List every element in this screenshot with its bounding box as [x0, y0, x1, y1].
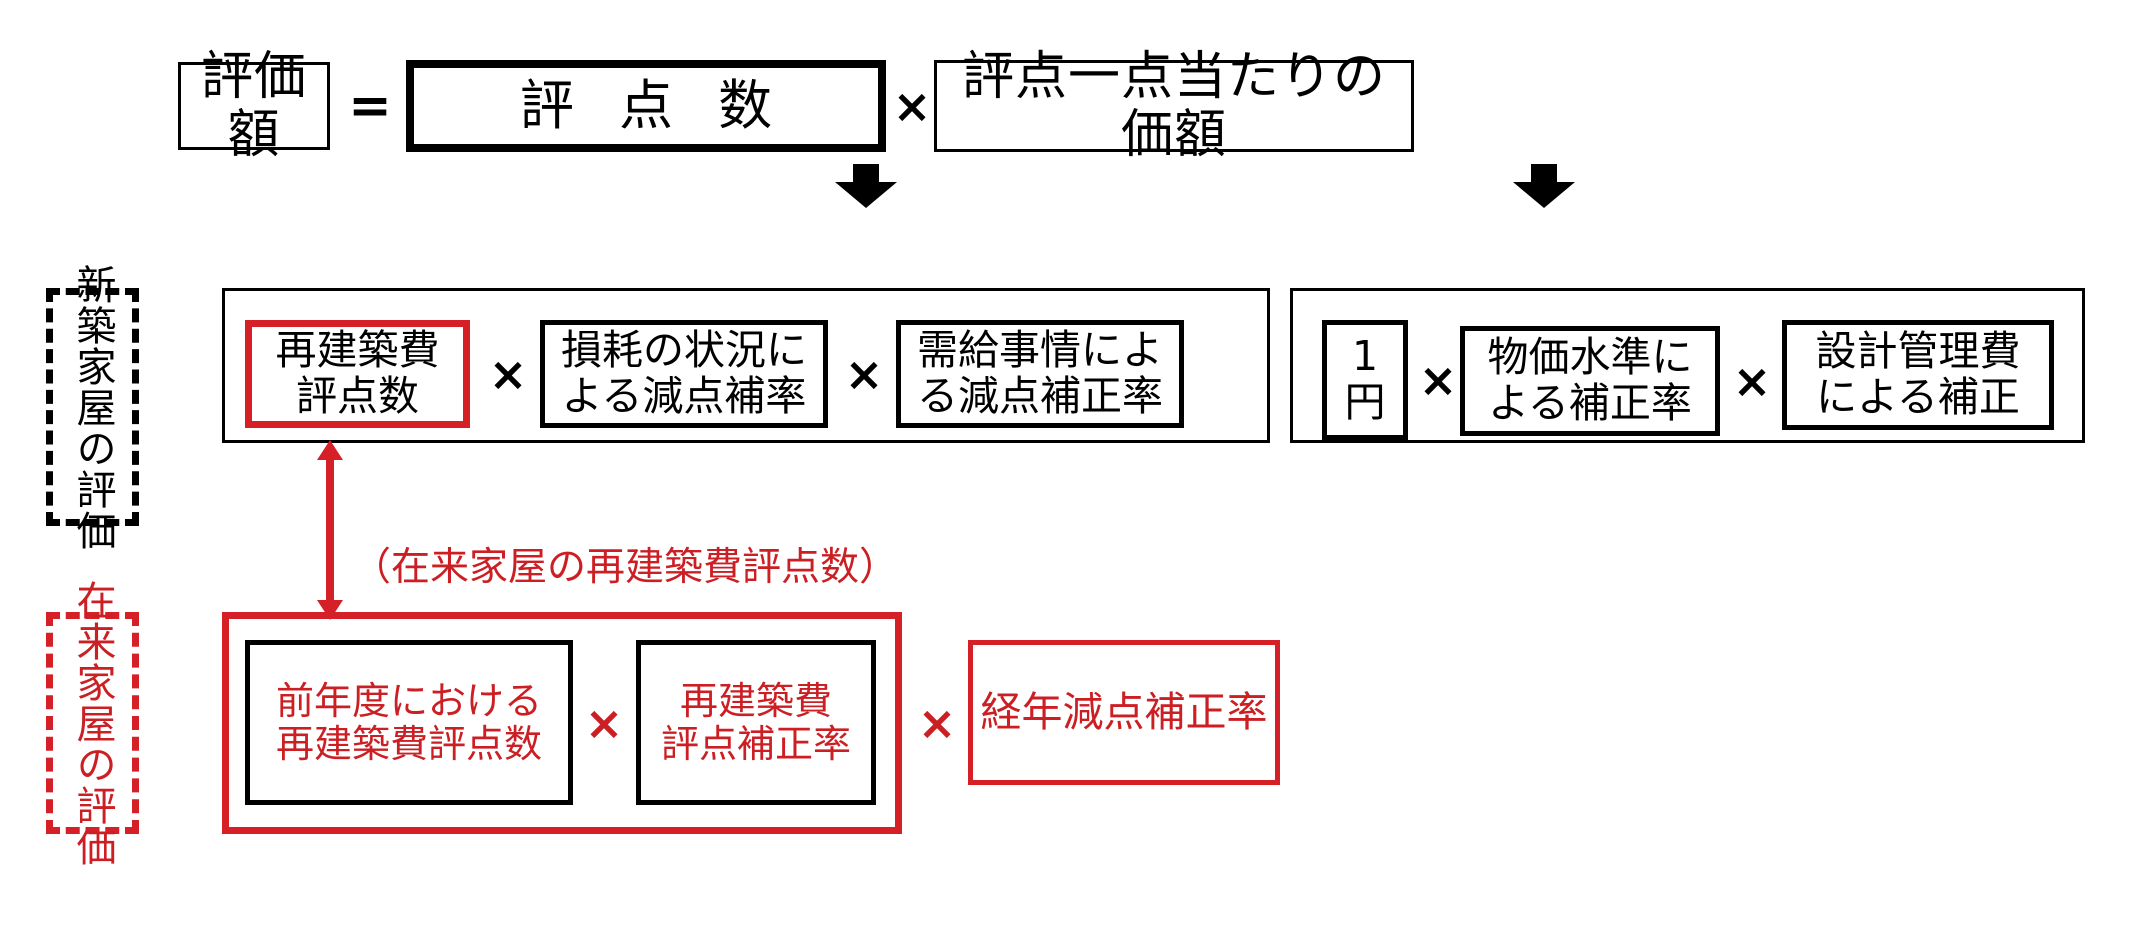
multiply-sign-existing-1: ×: [584, 695, 624, 750]
wear-deduction-rate-label: 損耗の状況に よる減点補率: [561, 326, 807, 420]
unit-price-group-frame: [1290, 288, 2085, 443]
reconstruction-cost-points-label: 再建築費 評点数: [275, 326, 440, 420]
new-house-side-label-frame: 新築家屋の評価: [46, 263, 139, 551]
points-count-label: 評 点 数: [519, 73, 787, 137]
evaluation-amount-box: 評価額: [178, 48, 330, 164]
wear-deduction-rate-box: 損耗の状況に よる減点補率: [540, 320, 828, 428]
aging-deduction-rate-label: 経年減点補正率: [980, 687, 1268, 736]
price-level-correction-box: 物価水準に よる補正率: [1460, 326, 1720, 436]
multiply-sign-top: ×: [892, 79, 932, 133]
unit-point-price-box: 評点一点当たりの価額: [934, 48, 1414, 164]
existing-house-side-label-frame: 在来家屋の評価: [46, 579, 139, 867]
existing-house-group-frame: [222, 612, 902, 834]
reconstruction-points-correction-box: 再建築費 評点補正率: [636, 640, 876, 805]
multiply-sign-new-1: ×: [488, 347, 528, 401]
previous-year-reconstruction-points-box: 前年度における 再建築費評点数: [245, 640, 573, 805]
one-yen-label: 1 円: [1344, 332, 1386, 426]
design-management-correction-label: 設計管理費 による補正: [1815, 327, 2021, 421]
multiply-sign-unit-1: ×: [1418, 353, 1458, 407]
multiply-sign-new-2: ×: [844, 347, 884, 401]
supply-demand-deduction-rate-box: 需給事情によ る減点補正率: [896, 320, 1184, 428]
multiply-sign-existing-2: ×: [917, 695, 957, 750]
reconstruction-cost-points-box: 再建築費 評点数: [245, 320, 470, 428]
supply-demand-deduction-rate-label: 需給事情によ る減点補正率: [917, 326, 1163, 420]
red-double-arrow-icon: [317, 440, 343, 620]
down-arrow-icon-right: [1513, 164, 1575, 210]
unit-point-price-label: 評点一点当たりの価額: [961, 46, 1386, 165]
design-management-correction-box: 設計管理費 による補正: [1782, 320, 2054, 430]
price-level-correction-label: 物価水準に よる補正率: [1487, 333, 1693, 427]
equals-sign: =: [348, 76, 392, 136]
new-house-side-label: 新築家屋の評価: [69, 263, 116, 551]
evaluation-amount-label: 評価額: [200, 46, 307, 165]
previous-year-reconstruction-points-label: 前年度における 再建築費評点数: [275, 678, 542, 766]
new-house-group-frame: [222, 288, 1270, 443]
aging-deduction-rate-box: 経年減点補正率: [968, 640, 1280, 785]
down-arrow-icon-left: [835, 164, 897, 210]
multiply-sign-unit-2: ×: [1732, 354, 1772, 408]
one-yen-box: 1 円: [1322, 320, 1408, 440]
existing-house-side-label: 在来家屋の評価: [69, 579, 116, 867]
existing-house-note: （在来家屋の再建築費評点数）: [352, 545, 899, 590]
points-count-box: 評 点 数: [406, 60, 886, 152]
reconstruction-points-correction-label: 再建築費 評点補正率: [660, 678, 851, 766]
